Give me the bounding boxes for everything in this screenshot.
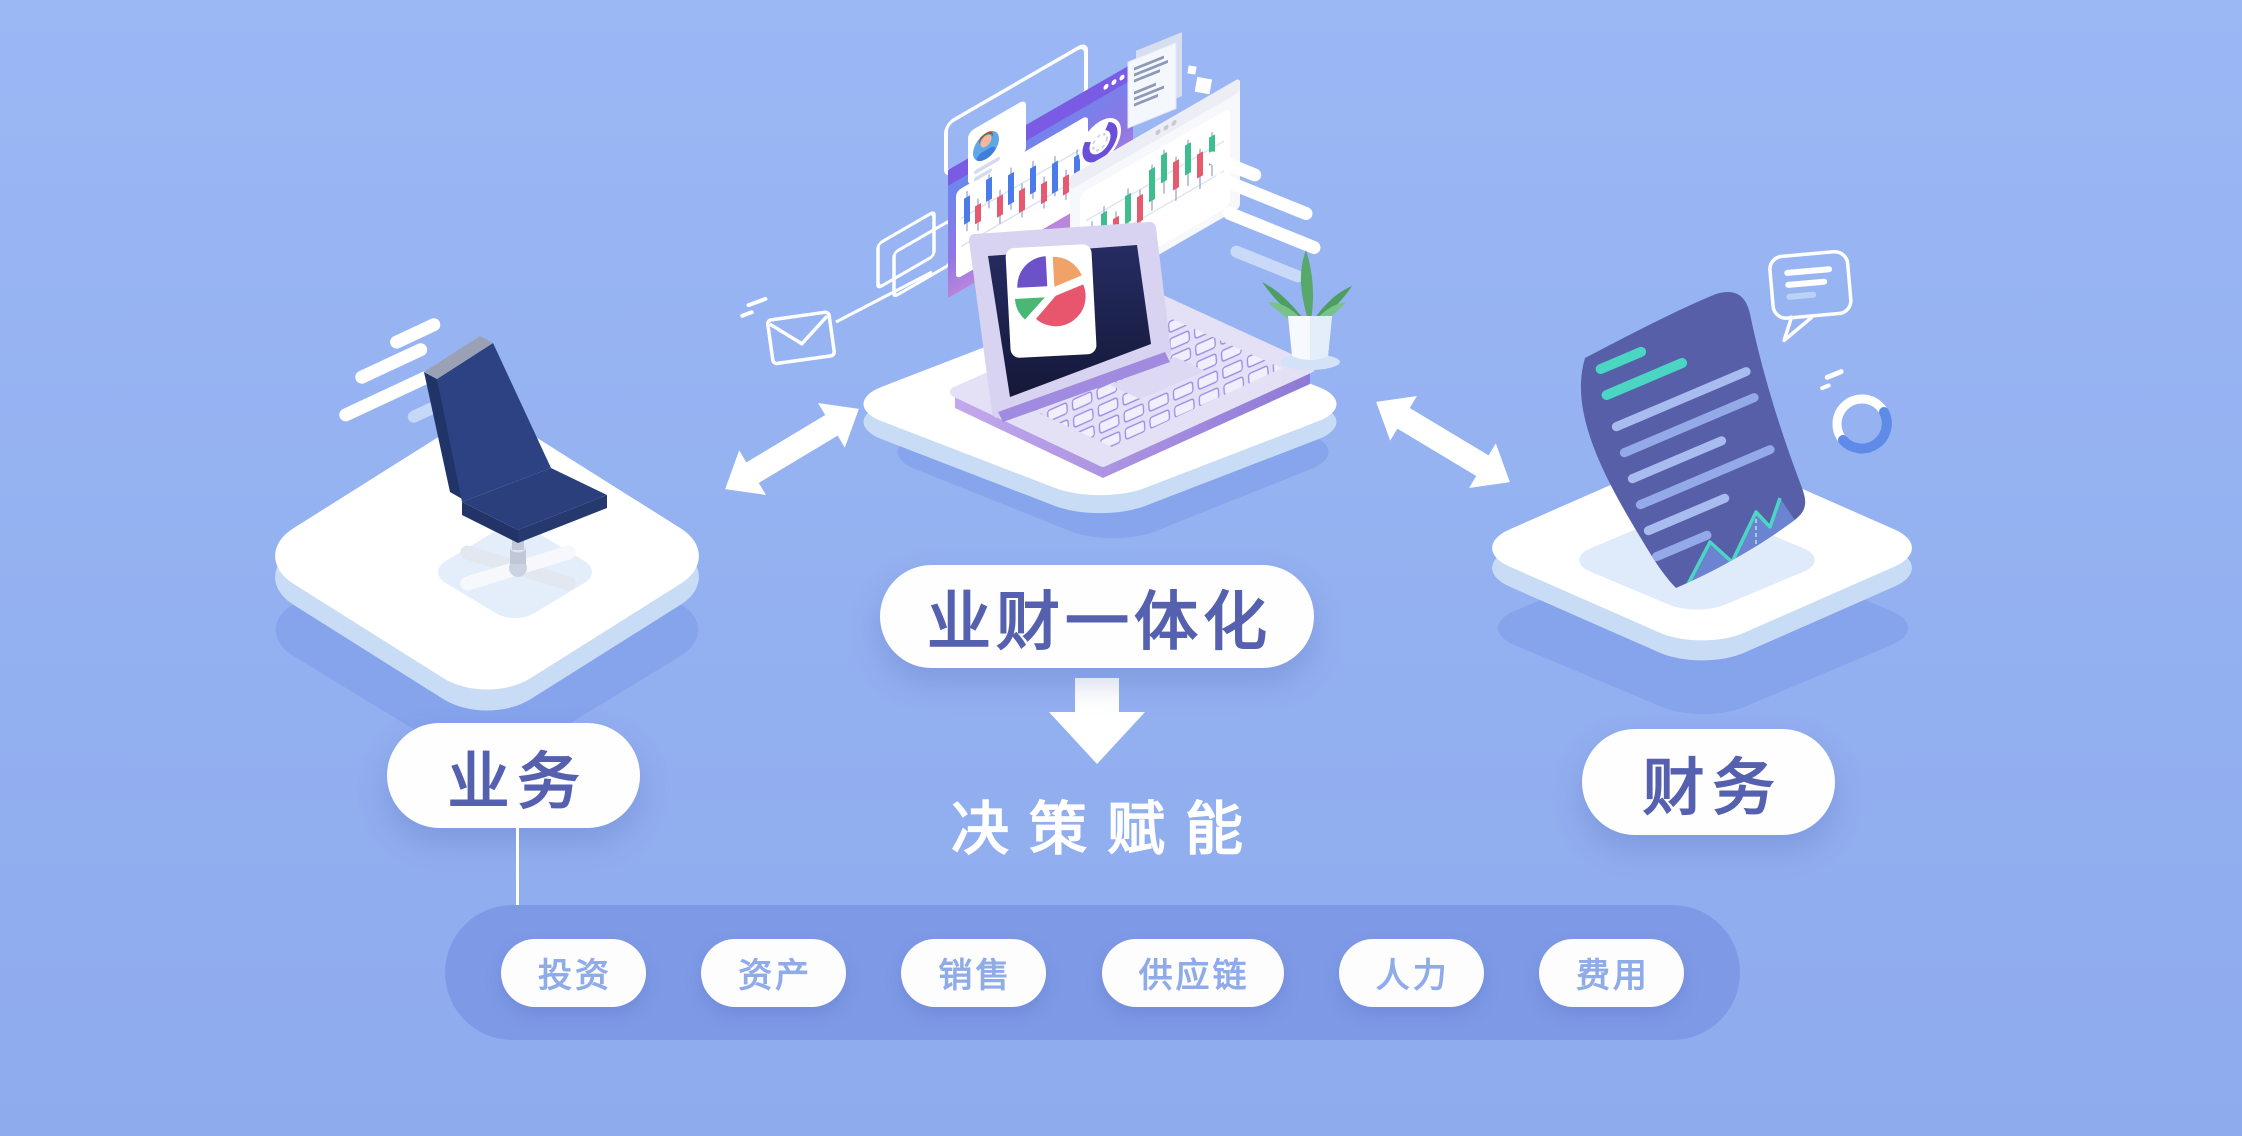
document-lines — [1595, 346, 1775, 562]
connector-stroke — [835, 270, 933, 324]
module-pill-hr: 人力 — [1338, 938, 1484, 1007]
finance-platform-group — [1492, 249, 1912, 715]
business-platform-group — [275, 318, 699, 759]
sparkle-squares-icon — [1187, 65, 1213, 95]
module-label: 投资 — [538, 957, 612, 995]
business-label: 业务 — [447, 747, 588, 817]
modules-bar: 投资 资产 销售 供应链 人力 费用 — [445, 905, 1740, 1040]
financial-document-icon — [1580, 292, 1806, 588]
envelope-icon — [740, 296, 836, 366]
outcome-text: 决策赋能 — [950, 797, 1263, 862]
speech-bubble-icon — [1768, 249, 1853, 343]
module-pill-supply-chain: 供应链 — [1101, 938, 1284, 1007]
laptop-keyboard — [950, 295, 1315, 478]
module-label: 供应链 — [1138, 957, 1250, 995]
speed-lines-icon — [1206, 151, 1321, 283]
progress-ring-icon — [1820, 369, 1892, 454]
module-pill-assets: 资产 — [701, 938, 847, 1007]
chair-seat — [462, 468, 607, 543]
module-pill-sales: 销售 — [901, 938, 1047, 1007]
double-arrow-left-icon — [725, 403, 859, 495]
integration-label-pill: 业财一体化 — [880, 565, 1314, 668]
module-pill-expense: 费用 — [1538, 938, 1684, 1007]
laptop-dashboard-icon — [950, 222, 1315, 478]
finance-label-pill: 财务 — [1582, 729, 1835, 835]
module-label: 资产 — [738, 957, 813, 995]
chair-base — [460, 528, 576, 591]
pie-chart-icon — [1014, 256, 1086, 327]
down-arrow-icon — [1049, 678, 1145, 764]
paper-sheet-icon — [1127, 32, 1182, 129]
double-arrow-right-icon — [1376, 396, 1510, 488]
plant-icon — [1262, 250, 1352, 370]
module-label: 费用 — [1575, 957, 1650, 995]
module-label: 人力 — [1375, 957, 1450, 995]
integration-label: 业财一体化 — [927, 585, 1272, 658]
avatar-card — [968, 101, 1026, 184]
business-label-pill: 业务 — [387, 723, 640, 828]
integration-platform-group — [740, 32, 1352, 539]
module-label: 销售 — [938, 957, 1013, 995]
pie-chart-card — [1005, 244, 1097, 358]
connector-line — [516, 826, 519, 910]
finance-label: 财务 — [1642, 754, 1783, 823]
office-chair-icon — [424, 336, 607, 591]
chair-backrest — [424, 336, 551, 502]
avatar-icon — [976, 131, 996, 166]
module-pill-investment: 投资 — [501, 938, 646, 1007]
touchpad — [1110, 357, 1205, 399]
